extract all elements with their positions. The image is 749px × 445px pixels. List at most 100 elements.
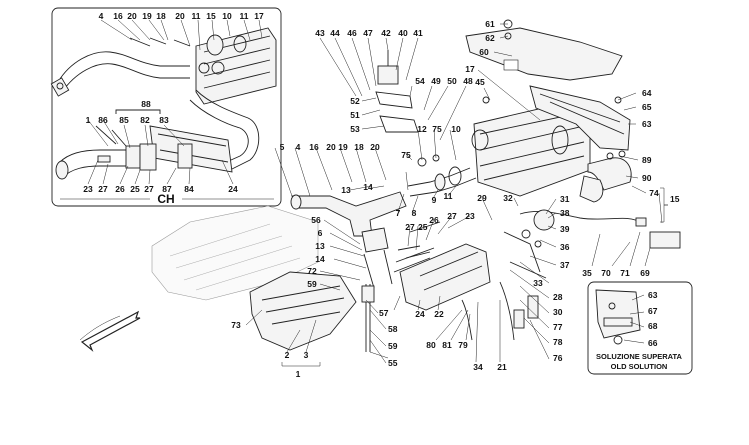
callout: 62 xyxy=(485,33,495,43)
callout: 63 xyxy=(642,119,652,129)
callout: 4 xyxy=(99,11,104,21)
group-label-1: 1 xyxy=(296,369,301,379)
callout: 60 xyxy=(479,47,489,57)
callout: 19 xyxy=(338,142,348,152)
callout: 20 xyxy=(175,11,185,21)
callout: 19 xyxy=(142,11,152,21)
callout: 37 xyxy=(560,260,570,270)
callout: 23 xyxy=(465,211,475,221)
callout: 25 xyxy=(130,184,140,194)
group-label-88: 88 xyxy=(141,99,151,109)
callout: 84 xyxy=(184,184,194,194)
callout: 20 xyxy=(326,142,336,152)
callout: 73 xyxy=(231,320,241,330)
callout: 59 xyxy=(388,341,398,351)
callout: 10 xyxy=(222,11,232,21)
callout: 42 xyxy=(381,28,391,38)
callout: 40 xyxy=(398,28,408,38)
callout: 65 xyxy=(642,102,652,112)
callout: 13 xyxy=(341,185,351,195)
callout: 38 xyxy=(560,208,570,218)
callout: 1 xyxy=(86,115,91,125)
inset-old-solution: 63 67 68 66 SOLUZIONE SUPERATA OLD SOLUT… xyxy=(587,281,693,375)
callout: 85 xyxy=(119,115,129,125)
callout: 71 xyxy=(620,268,630,278)
callout: 70 xyxy=(601,268,611,278)
callout: 16 xyxy=(309,142,319,152)
callout: 72 xyxy=(307,266,317,276)
inset-title-ch: CH xyxy=(157,192,174,206)
main-leader-lines xyxy=(79,23,663,364)
callout: 53 xyxy=(350,124,360,134)
callout: 56 xyxy=(311,215,321,225)
callout: 11 xyxy=(444,191,453,201)
callout: 14 xyxy=(315,254,325,264)
callout: 45 xyxy=(475,77,485,87)
callout: 86 xyxy=(98,115,108,125)
callout: 46 xyxy=(347,28,357,38)
callout: 12 xyxy=(417,124,427,134)
callout: 50 xyxy=(447,76,457,86)
group-label-15: 15 xyxy=(670,194,680,204)
callout: 23 xyxy=(83,184,93,194)
callout: 7 xyxy=(396,208,401,218)
callout: 27 xyxy=(447,211,457,221)
callout: 36 xyxy=(560,242,570,252)
callout: 78 xyxy=(553,337,563,347)
callout: 32 xyxy=(503,193,513,203)
callout: 54 xyxy=(415,76,425,86)
callout: 24 xyxy=(415,309,425,319)
main-callouts: 43 44 46 47 42 40 41 61 62 60 17 45 64 6… xyxy=(231,19,659,372)
callout: 4 xyxy=(296,142,301,152)
callout: 20 xyxy=(370,142,380,152)
callout: 69 xyxy=(640,268,650,278)
callout: 39 xyxy=(560,224,570,234)
callout: 11 xyxy=(192,11,201,21)
callout: 27 xyxy=(144,184,154,194)
callout: 3 xyxy=(304,350,309,360)
callout: 31 xyxy=(560,194,570,204)
callout: 68 xyxy=(648,321,658,331)
callout: 27 xyxy=(405,222,415,232)
callout: 6 xyxy=(318,228,323,238)
callout: 13 xyxy=(315,241,325,251)
callout: 15 xyxy=(206,11,216,21)
callout: 77 xyxy=(553,322,563,332)
callout: 57 xyxy=(379,308,389,318)
callout: 9 xyxy=(432,195,437,205)
callout: 51 xyxy=(350,110,360,120)
callout: 24 xyxy=(228,184,238,194)
callout: 52 xyxy=(350,96,360,106)
callout: 8 xyxy=(412,208,417,218)
callout: 18 xyxy=(354,142,364,152)
callout: 63 xyxy=(648,290,658,300)
callout: 81 xyxy=(442,340,452,350)
bracket-1 xyxy=(281,362,321,367)
callout: 75 xyxy=(401,150,411,160)
callout: 14 xyxy=(363,182,373,192)
callout: 35 xyxy=(582,268,592,278)
callout: 34 xyxy=(473,362,483,372)
callout: 64 xyxy=(642,88,652,98)
direction-arrow-icon xyxy=(80,310,141,352)
callout: 82 xyxy=(140,115,150,125)
callout: 67 xyxy=(648,306,658,316)
callout: 21 xyxy=(497,362,507,372)
callout: 17 xyxy=(254,11,264,21)
callout: 28 xyxy=(553,292,563,302)
callout: 33 xyxy=(533,278,543,288)
callout: 61 xyxy=(485,19,495,29)
callout: 47 xyxy=(363,28,373,38)
callout: 16 xyxy=(113,11,123,21)
callout: 11 xyxy=(240,11,249,21)
callout: 20 xyxy=(127,11,137,21)
callout: 27 xyxy=(98,184,108,194)
old-solution-caption-en: OLD SOLUTION xyxy=(611,362,668,371)
callout: 17 xyxy=(465,64,475,74)
callout: 48 xyxy=(463,76,473,86)
callout: 44 xyxy=(330,28,340,38)
callout: 18 xyxy=(156,11,166,21)
main-assembly xyxy=(151,19,681,352)
